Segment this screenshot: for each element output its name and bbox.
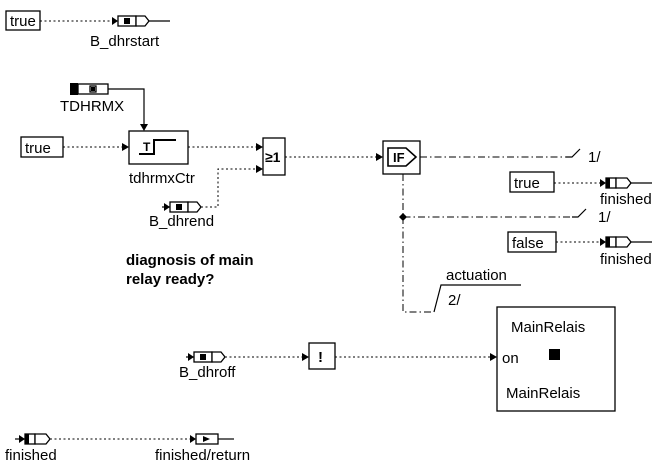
const-true-out-box (509, 171, 555, 193)
timer-block (128, 130, 189, 165)
branch-3-label: 2/ (448, 292, 461, 309)
signal-b-dhrstart: B_dhrstart (90, 33, 160, 50)
signal-finished-in: finished (5, 447, 57, 464)
flag-finished-1-icon (600, 177, 652, 189)
branch-1-label: 1/ (588, 149, 601, 166)
timer-step-icon: T (139, 139, 176, 155)
param-tdhrmx-icon (70, 83, 109, 95)
flag-dhrend-icon (162, 201, 202, 213)
mainrelais-top-label: MainRelais (511, 319, 585, 336)
comment-line-2: relay ready? (126, 271, 214, 288)
output-finished-2: finished (600, 251, 652, 268)
const-true-top: true (10, 13, 36, 30)
if-arrow-icon: IF (387, 147, 418, 167)
mainrelais-on-label: on (502, 350, 519, 367)
svg-text:IF: IF (393, 150, 405, 165)
branch-2-label: 1/ (598, 209, 611, 226)
mainrelais-port-icon (549, 349, 560, 360)
flag-finished-2-icon (600, 236, 652, 248)
not-block (308, 342, 336, 370)
flag-finished-in-icon (15, 433, 51, 445)
comment-line-1: diagnosis of main (126, 252, 254, 269)
signal-b-dhroff: B_dhroff (179, 364, 236, 381)
or-symbol: ≥1 (265, 149, 281, 165)
signal-b-dhrend: B_dhrend (149, 213, 214, 230)
const-true-out: true (514, 175, 540, 192)
timer-instance-label: tdhrmxCtr (129, 170, 195, 187)
param-tdhrmx: TDHRMX (60, 98, 124, 115)
output-finished-1: finished (600, 191, 652, 208)
mainrelais-bottom-label: MainRelais (506, 385, 580, 402)
signal-finished-return: finished/return (155, 447, 250, 464)
svg-text:T: T (143, 140, 151, 154)
const-false-out: false (512, 235, 544, 252)
flag-dhrstart-icon (112, 15, 170, 27)
const-true-mid: true (25, 140, 51, 157)
flag-finished-return-icon (190, 433, 234, 445)
not-symbol: ! (318, 349, 323, 366)
actuation-label: actuation (446, 267, 507, 284)
flag-dhroff-icon (186, 351, 226, 363)
